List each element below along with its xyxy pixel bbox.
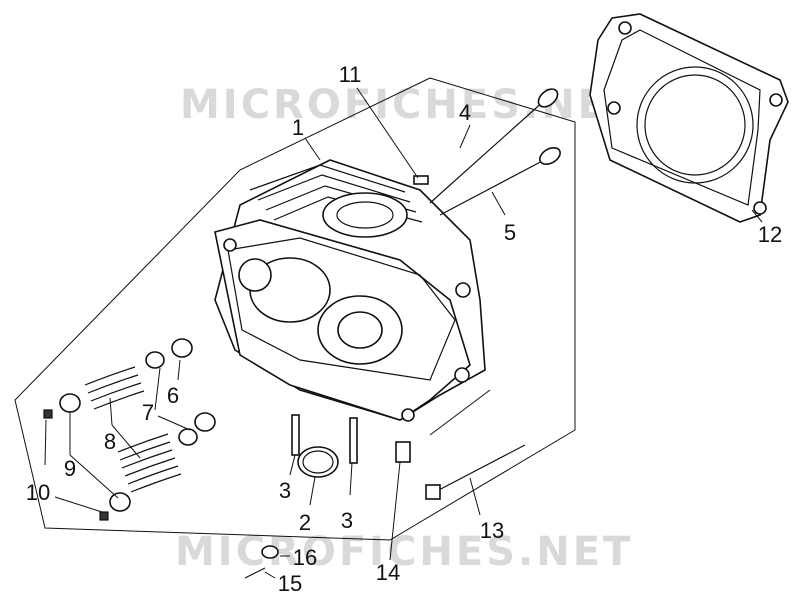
watermark-top: MICROFICHES.NET: [180, 82, 638, 128]
valve-springs: [84, 366, 182, 493]
watermark-bottom: MICROFICHES.NET: [175, 529, 633, 575]
bolt-head: [425, 484, 441, 500]
assembly-outline: [14, 77, 576, 541]
callout-10: 10: [26, 480, 50, 505]
head-gasket: [589, 13, 789, 223]
callout-3b: 3: [341, 508, 353, 533]
callout-5: 5: [504, 220, 516, 245]
fitting: [395, 441, 411, 463]
retainer-6: [171, 338, 193, 358]
dowel-pin-3b: [349, 417, 358, 464]
bolt-shaft: [434, 444, 526, 493]
o-ring-inner: [302, 450, 334, 474]
washer: [261, 545, 279, 559]
callout-14: 14: [376, 560, 400, 585]
leader-lines: [44, 87, 763, 579]
callout-1: 1: [292, 115, 304, 140]
cylinder-head: [214, 159, 486, 422]
valves: [429, 88, 561, 216]
valve-seal-7: [178, 428, 198, 446]
collet-10a: [43, 409, 53, 419]
callout-6: 6: [167, 383, 179, 408]
valve-seal-6: [145, 351, 165, 369]
collet-10b: [99, 511, 109, 521]
callout-7: 7: [142, 400, 154, 425]
callout-16: 16: [293, 545, 317, 570]
callout-11: 11: [339, 62, 362, 87]
callout-15: 15: [278, 571, 302, 596]
callout-8: 8: [104, 429, 116, 454]
dowel-pin-3a: [291, 414, 300, 456]
spring-seat-9b: [109, 492, 131, 512]
screw: [244, 567, 266, 579]
spring-seat-9: [59, 393, 81, 413]
retainer-7: [194, 412, 216, 432]
callout-13: 13: [480, 518, 504, 543]
plug: [413, 175, 429, 185]
callout-2: 2: [299, 510, 311, 535]
callout-3a: 3: [279, 478, 291, 503]
callout-9: 9: [64, 456, 76, 481]
callout-4: 4: [459, 100, 471, 125]
callout-12: 12: [758, 222, 782, 247]
